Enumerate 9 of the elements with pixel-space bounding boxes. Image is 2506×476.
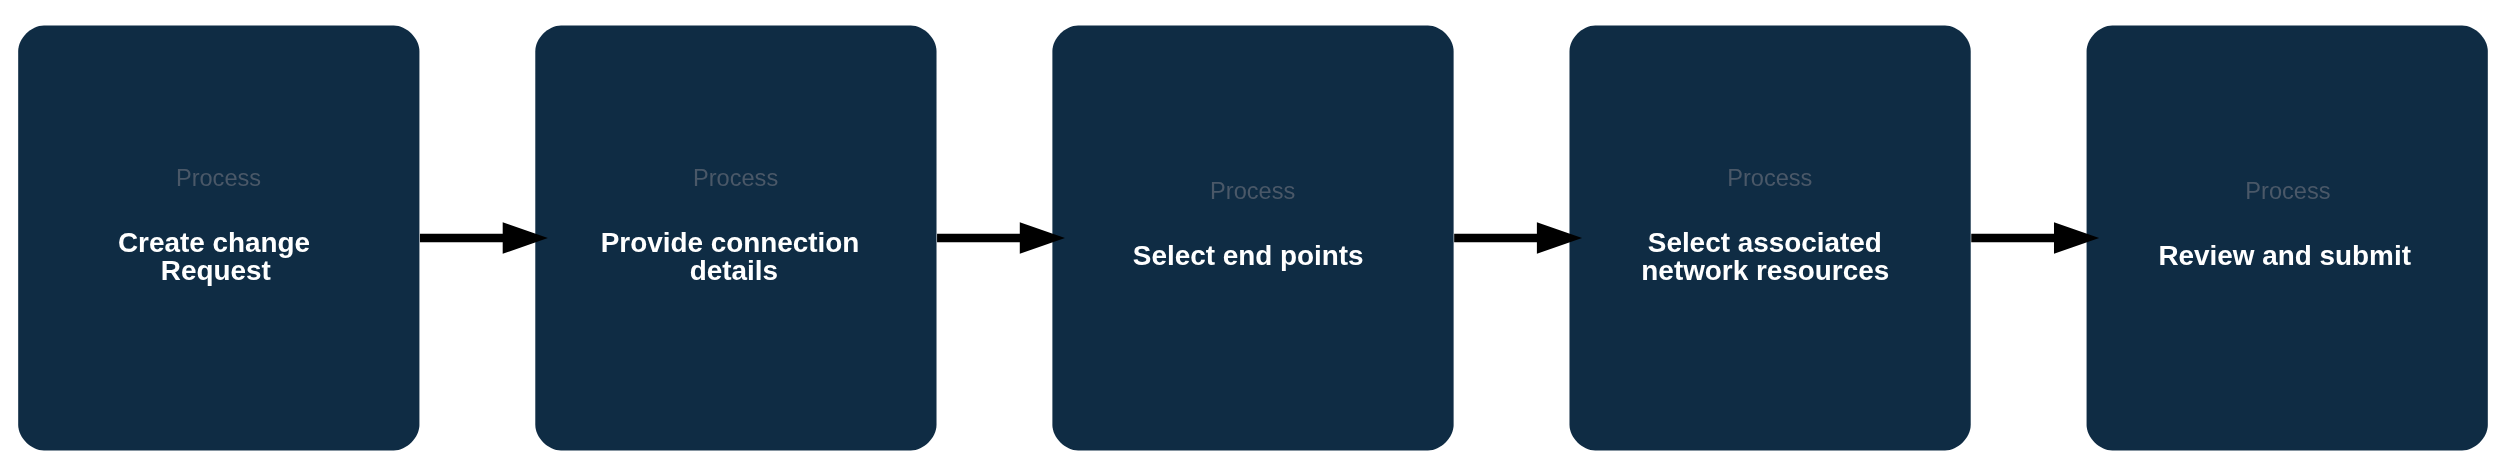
- node-box: Process Provide connection details: [535, 25, 937, 451]
- node-box: Process Select associated network resources: [1569, 25, 1971, 451]
- node-box: Process Create change Request: [18, 25, 420, 451]
- node-box: Process Select end points: [1052, 25, 1454, 451]
- arrow: [419, 222, 548, 254]
- arrow: [937, 222, 1065, 254]
- node-box: Process Review and submit: [2086, 25, 2488, 451]
- arrow: [1454, 222, 1583, 254]
- arrow: [1971, 222, 2100, 254]
